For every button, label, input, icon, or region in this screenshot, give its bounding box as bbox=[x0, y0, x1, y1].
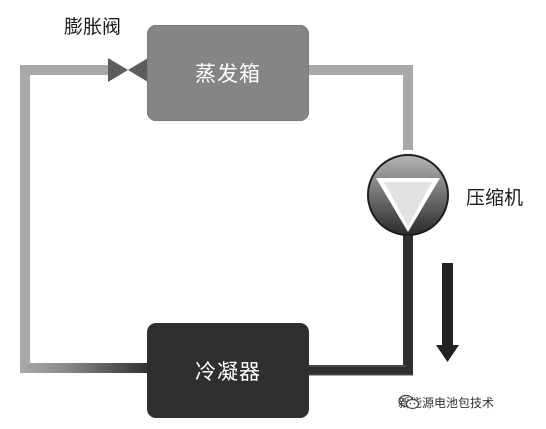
line-left-to-condenser bbox=[20, 363, 150, 373]
condenser-label: 冷凝器 bbox=[195, 359, 261, 384]
line-evaporator-to-compressor bbox=[309, 65, 413, 150]
expansion-valve-icon bbox=[108, 58, 148, 82]
compressor-label: 压缩机 bbox=[466, 187, 524, 209]
watermark-text: 新能源电池包技术 bbox=[398, 396, 495, 410]
evaporator-box: 蒸发箱 bbox=[147, 25, 309, 121]
wechat-icon bbox=[398, 394, 420, 410]
line-valve-to-left bbox=[20, 65, 118, 368]
evaporator-label: 蒸发箱 bbox=[195, 62, 261, 86]
flow-direction-arrow bbox=[436, 263, 459, 362]
expansion-valve-label: 膨胀阀 bbox=[64, 16, 122, 38]
compressor-icon bbox=[367, 154, 449, 236]
watermark: 新能源电池包技术 bbox=[398, 394, 494, 411]
line-compressor-to-condenser bbox=[309, 232, 413, 375]
condenser-box: 冷凝器 bbox=[147, 323, 309, 418]
